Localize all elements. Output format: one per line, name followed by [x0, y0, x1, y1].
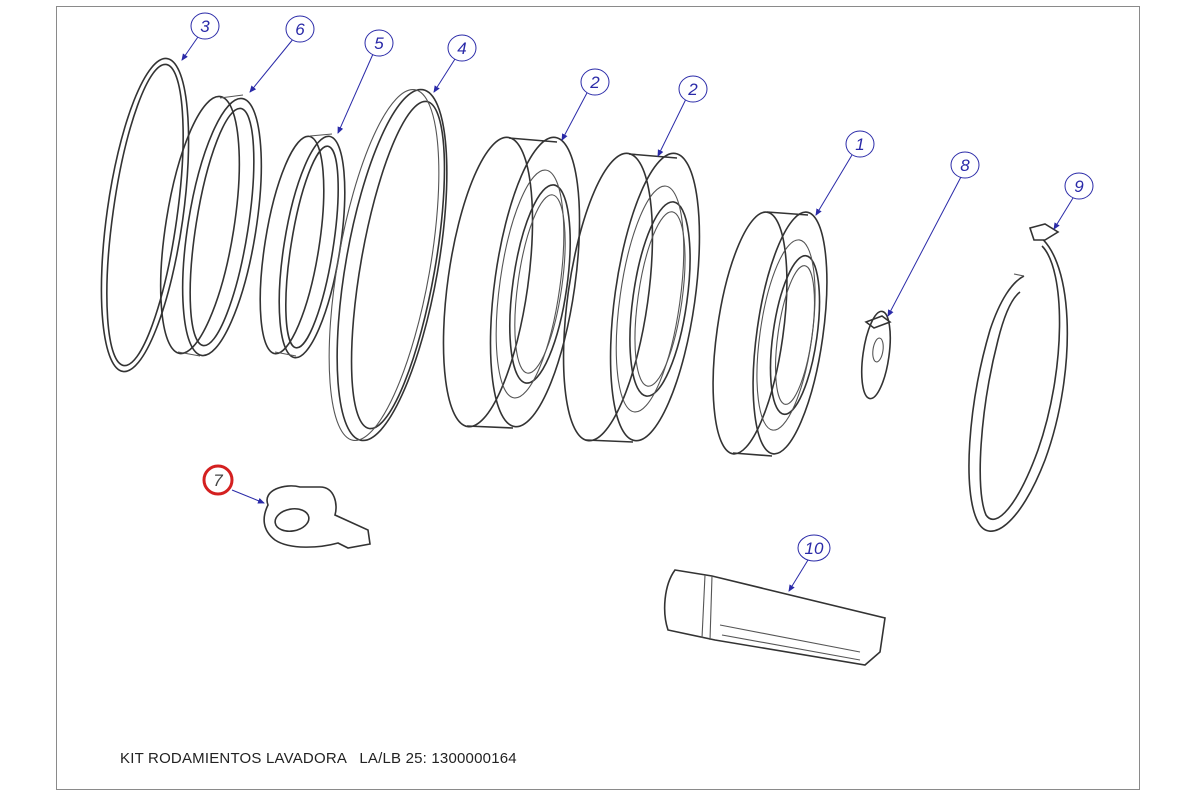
callout-8: 8 [950, 151, 980, 179]
callout-5: 5 [364, 29, 394, 57]
callout-9: 9 [1064, 172, 1094, 200]
callout-8-label: 8 [960, 156, 970, 175]
callout-10-label: 10 [805, 539, 824, 558]
part-3-o-ring [100, 57, 190, 373]
callout-2a-label: 2 [589, 73, 600, 92]
callout-2a: 2 [580, 68, 610, 96]
callout-4-label: 4 [457, 39, 466, 58]
part-9-circlip [968, 223, 1069, 532]
callout-6: 6 [285, 15, 315, 43]
callout-4: 4 [447, 34, 477, 62]
part-2-bearing-a [442, 136, 581, 429]
diagram-caption: KIT RODAMIENTOS LAVADORA LA/LB 25: 13000… [120, 750, 517, 767]
callout-2b-label: 2 [687, 80, 698, 99]
callout-6-label: 6 [295, 20, 305, 39]
callout-10: 10 [797, 534, 831, 562]
part-2-bearing-b [562, 152, 701, 443]
callout-5-label: 5 [374, 34, 384, 53]
callout-1: 1 [845, 130, 875, 158]
callout-7-highlighted: 7 [202, 464, 234, 496]
part-1-bearing [712, 211, 828, 457]
part-8-tab-washer [860, 310, 892, 400]
part-6-seal [159, 94, 263, 357]
callout-2b: 2 [678, 75, 708, 103]
callout-3: 3 [190, 12, 220, 40]
callout-1-label: 1 [855, 135, 864, 154]
callout-9-label: 9 [1074, 177, 1084, 196]
part-10-wedge [663, 569, 886, 666]
drawing-frame [56, 6, 1140, 790]
leader-lines [181, 33, 1074, 592]
part-4-washer [328, 88, 448, 442]
callout-7-label: 7 [213, 471, 223, 490]
callout-3-label: 3 [200, 17, 210, 36]
part-7-tab-washer [263, 485, 371, 549]
